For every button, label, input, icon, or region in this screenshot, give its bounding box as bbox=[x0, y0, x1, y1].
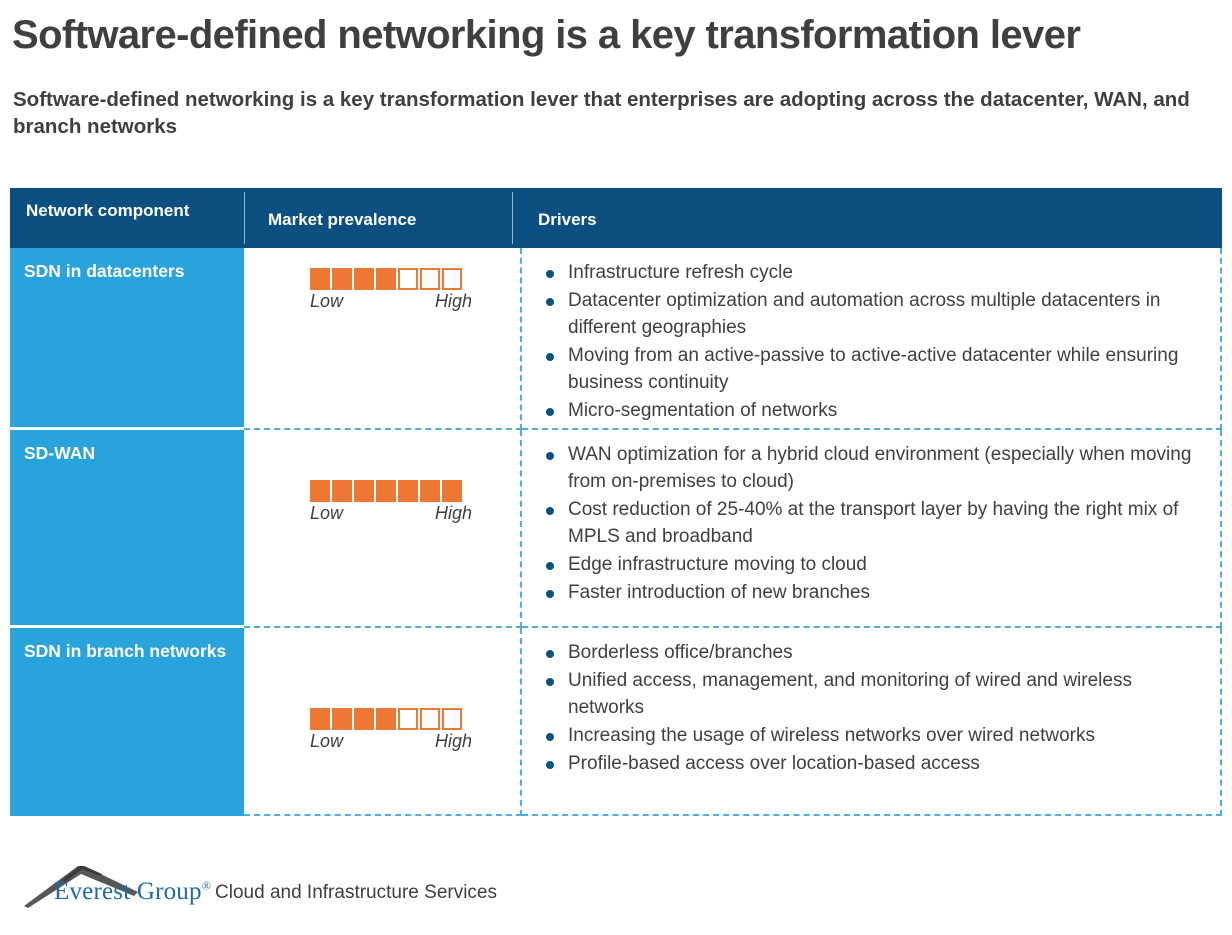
prevalence-high-label: High bbox=[434, 503, 472, 523]
row-name-cell: SDN in branch networks bbox=[10, 628, 244, 816]
driver-item: Faster introduction of new branches bbox=[540, 580, 1206, 607]
driver-item: Cost reduction of 25-40% at the transpor… bbox=[540, 497, 1206, 551]
meter-box-filled bbox=[442, 480, 462, 502]
row-name-cell: SD-WAN bbox=[10, 430, 244, 628]
table-header-row: Network component Market prevalence Driv… bbox=[10, 188, 1222, 248]
row-name-label: SDN in branch networks bbox=[24, 641, 227, 661]
prevalence-low-label: Low bbox=[310, 503, 344, 523]
meter-box-filled bbox=[354, 708, 374, 730]
meter-box-empty bbox=[442, 268, 462, 290]
meter-box-empty bbox=[442, 708, 462, 730]
prevalence-meter: Low High bbox=[310, 268, 472, 313]
table-row: SDN in branch networks Low High Borderle… bbox=[10, 628, 1222, 816]
header-divider-1 bbox=[244, 192, 245, 244]
meter-box-empty bbox=[398, 708, 418, 730]
prevalence-high-label: High bbox=[434, 291, 472, 311]
driver-item: WAN optimization for a hybrid cloud envi… bbox=[540, 442, 1206, 496]
page-title: Software-defined networking is a key tra… bbox=[12, 13, 1081, 57]
everest-mountain-icon bbox=[24, 866, 138, 908]
prevalence-scale-labels: Low High bbox=[310, 503, 472, 525]
meter-box-filled bbox=[310, 480, 330, 502]
row-name-label: SDN in datacenters bbox=[24, 261, 185, 281]
driver-item: Edge infrastructure moving to cloud bbox=[540, 552, 1206, 579]
everest-group-wordmark: Everest Group® bbox=[54, 878, 211, 906]
prevalence-boxes bbox=[310, 708, 470, 730]
meter-box-filled bbox=[398, 480, 418, 502]
driver-item: Moving from an active-passive to active-… bbox=[540, 343, 1206, 397]
prevalence-scale-labels: Low High bbox=[310, 291, 472, 313]
prevalence-scale-labels: Low High bbox=[310, 731, 472, 753]
meter-box-filled bbox=[376, 480, 396, 502]
prevalence-boxes bbox=[310, 480, 470, 502]
meter-box-filled bbox=[376, 708, 396, 730]
meter-box-filled bbox=[310, 268, 330, 290]
sdn-comparison-table: Network component Market prevalence Driv… bbox=[10, 188, 1222, 816]
meter-box-empty bbox=[398, 268, 418, 290]
meter-box-filled bbox=[310, 708, 330, 730]
meter-box-filled bbox=[332, 268, 352, 290]
table-body: SDN in datacenters Low High Infrastructu… bbox=[10, 248, 1222, 816]
prevalence-boxes bbox=[310, 268, 470, 290]
meter-box-filled bbox=[332, 708, 352, 730]
meter-box-filled bbox=[354, 480, 374, 502]
row-prevalence-cell: Low High bbox=[244, 430, 522, 628]
driver-item: Unified access, management, and monitori… bbox=[540, 668, 1206, 722]
footer: Everest Group® Cloud and Infrastructure … bbox=[22, 848, 497, 908]
column-header-drivers-label: Drivers bbox=[538, 210, 597, 229]
page-subtitle: Software-defined networking is a key tra… bbox=[13, 88, 1190, 139]
column-header-drivers: Drivers bbox=[538, 188, 838, 248]
prevalence-high-label: High bbox=[434, 731, 472, 751]
driver-item: Infrastructure refresh cycle bbox=[540, 260, 1206, 287]
column-header-market-prevalence: Market prevalence bbox=[268, 188, 508, 248]
header-divider-2 bbox=[512, 192, 513, 244]
table-row: SDN in datacenters Low High Infrastructu… bbox=[10, 248, 1222, 430]
prevalence-meter: Low High bbox=[310, 480, 472, 525]
driver-item: Borderless office/branches bbox=[540, 640, 1206, 667]
column-header-market-prevalence-label: Market prevalence bbox=[268, 210, 417, 229]
registered-trademark-icon: ® bbox=[201, 878, 212, 893]
column-header-network-component: Network component bbox=[26, 188, 246, 248]
prevalence-meter: Low High bbox=[310, 708, 472, 753]
meter-box-filled bbox=[354, 268, 374, 290]
meter-box-empty bbox=[420, 708, 440, 730]
meter-box-filled bbox=[332, 480, 352, 502]
row-prevalence-cell: Low High bbox=[244, 628, 522, 816]
row-drivers-cell: WAN optimization for a hybrid cloud envi… bbox=[522, 430, 1222, 628]
drivers-list: WAN optimization for a hybrid cloud envi… bbox=[540, 442, 1206, 607]
prevalence-low-label: Low bbox=[310, 291, 344, 311]
row-name-cell: SDN in datacenters bbox=[10, 248, 244, 430]
row-name-label: SD-WAN bbox=[24, 443, 95, 463]
meter-box-empty bbox=[420, 268, 440, 290]
driver-item: Increasing the usage of wireless network… bbox=[540, 723, 1206, 750]
row-prevalence-cell: Low High bbox=[244, 248, 522, 430]
driver-item: Datacenter optimization and automation a… bbox=[540, 288, 1206, 342]
everest-group-name: Everest Group bbox=[54, 878, 202, 905]
meter-box-filled bbox=[420, 480, 440, 502]
prevalence-low-label: Low bbox=[310, 731, 344, 751]
meter-box-filled bbox=[376, 268, 396, 290]
table-row: SD-WAN Low High WAN optimization for a h… bbox=[10, 430, 1222, 628]
driver-item: Micro-segmentation of networks bbox=[540, 398, 1206, 425]
column-header-network-component-label: Network component bbox=[26, 201, 190, 220]
driver-item: Profile-based access over location-based… bbox=[540, 751, 1206, 778]
footer-tagline: Cloud and Infrastructure Services bbox=[215, 882, 497, 903]
